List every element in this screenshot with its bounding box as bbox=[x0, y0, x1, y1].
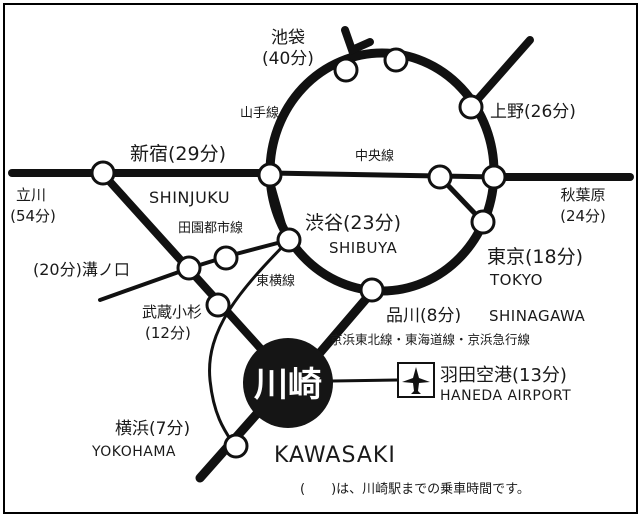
ueno-label: 上野(26分) bbox=[490, 102, 576, 122]
airplane-icon bbox=[397, 362, 435, 398]
kawasaki-hub[interactable] bbox=[243, 338, 333, 428]
shibuya-en: SHIBUYA bbox=[329, 239, 397, 257]
toyoko-line bbox=[208, 238, 291, 450]
shinagawa-label: 品川(8分) bbox=[386, 306, 461, 326]
shinjuku-en: SHINJUKU bbox=[149, 188, 230, 207]
chuo-line-label: 中央線 bbox=[355, 148, 394, 164]
haneda-label: 羽田空港(13分) bbox=[440, 365, 567, 386]
tokyo-en: TOKYO bbox=[489, 271, 543, 289]
ikebukuro-label: 池袋 bbox=[271, 28, 305, 48]
mizonokuchi-label: (20分)溝ノ口 bbox=[33, 260, 130, 279]
yokohama-en: YOKOHAMA bbox=[91, 444, 176, 460]
station-node-ikebukuro-a[interactable] bbox=[333, 57, 359, 83]
kawasaki-en-label: KAWASAKI bbox=[274, 443, 396, 468]
yamanote-line-label: 山手線 bbox=[240, 105, 279, 121]
station-node-ueno[interactable] bbox=[458, 94, 484, 120]
haneda-en: HANEDA AIRPORT bbox=[440, 388, 571, 404]
shinagawa-en: SHINAGAWA bbox=[489, 307, 586, 325]
kawasaki-hub-label: 川崎 bbox=[254, 365, 322, 405]
keihin-line-label: 京浜東北線・東海道線・京浜急行線 bbox=[330, 332, 531, 347]
footnote: ( )は、川崎駅までの乗車時間です。 bbox=[300, 482, 530, 497]
station-node-yokohama[interactable] bbox=[223, 433, 249, 459]
station-nodes bbox=[90, 47, 507, 459]
tachikawa-label: 立川 bbox=[16, 186, 46, 204]
musashikosugi-label: 武蔵小杉 bbox=[142, 303, 202, 321]
akihabara-label: 秋葉原 bbox=[560, 186, 605, 204]
keihin-line bbox=[313, 287, 377, 360]
shibuya-label: 渋谷(23分) bbox=[305, 212, 401, 234]
tohoku-line bbox=[467, 36, 534, 111]
denentoshi-line bbox=[98, 238, 291, 302]
musashikosugi-time: (12分) bbox=[145, 324, 191, 342]
station-node-mizonokuchi[interactable] bbox=[176, 255, 202, 281]
map-frame bbox=[3, 3, 638, 514]
station-labels: 池袋 (40分) 上野(26分) 山手線 新宿(29分) SHINJUKU 中央… bbox=[10, 28, 606, 460]
station-node-shibuya[interactable] bbox=[276, 227, 302, 253]
station-node-ochanomizu[interactable] bbox=[427, 164, 453, 190]
denentoshi-line-label: 田園都市線 bbox=[178, 220, 243, 236]
shinjuku-label: 新宿(29分) bbox=[130, 143, 226, 165]
tachikawa-time: (54分) bbox=[10, 207, 56, 225]
haneda-line bbox=[330, 378, 400, 383]
station-node-shinjuku[interactable] bbox=[257, 162, 283, 188]
toyoko-line-label: 東横線 bbox=[256, 273, 295, 289]
ikebukuro-time: (40分) bbox=[262, 49, 314, 69]
station-node-shinagawa[interactable] bbox=[359, 277, 385, 303]
tokyo-label: 東京(18分) bbox=[487, 246, 583, 268]
station-node-tachikawa[interactable] bbox=[90, 160, 116, 186]
station-node-musashikosugi[interactable] bbox=[205, 292, 231, 318]
yokohama-label: 横浜(7分) bbox=[115, 419, 190, 439]
station-node-denentoshi[interactable] bbox=[213, 245, 239, 271]
ikebukuro-spur bbox=[341, 26, 374, 56]
station-node-akihabara[interactable] bbox=[481, 164, 507, 190]
chuo-line-mid bbox=[267, 170, 501, 180]
station-node-ikebukuro-b[interactable] bbox=[383, 47, 409, 73]
akihabara-time: (24分) bbox=[560, 207, 606, 225]
station-node-tokyo[interactable] bbox=[470, 209, 496, 235]
